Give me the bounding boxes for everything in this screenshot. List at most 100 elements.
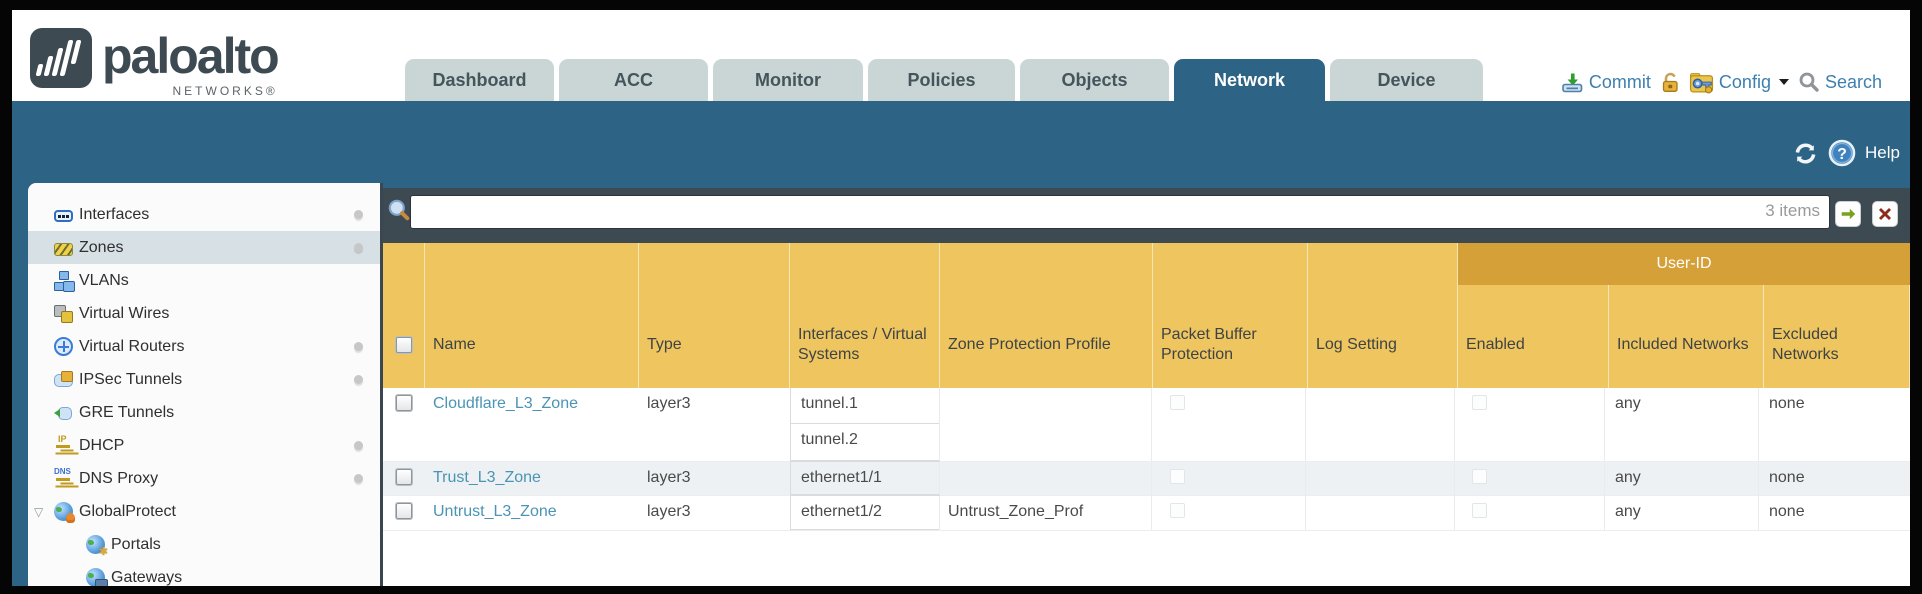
sidebar-item-dhcp[interactable]: DHCP <box>28 429 380 462</box>
select-all-checkbox[interactable] <box>395 336 412 353</box>
help-label[interactable]: Help <box>1865 143 1900 162</box>
filter-search-icon[interactable] <box>387 198 411 222</box>
interface-value: ethernet1/2 <box>790 495 940 530</box>
sidebar-item-ipsec-tunnels[interactable]: IPSec Tunnels <box>28 363 380 396</box>
paloalto-logo-icon <box>30 28 92 88</box>
sidebar-item-virtual-wires[interactable]: Virtual Wires <box>28 297 380 330</box>
item-indicator-dot <box>354 342 363 351</box>
help-icon[interactable]: ? <box>1828 139 1856 167</box>
sidebar-item-gateways[interactable]: Gateways <box>28 561 380 586</box>
portals-icon <box>86 535 108 558</box>
zone-name-link[interactable]: Cloudflare_L3_Zone <box>433 395 578 412</box>
apply-filter-button[interactable] <box>1835 201 1861 227</box>
excluded-networks-cell: none <box>1758 462 1904 495</box>
sidebar-item-interfaces[interactable]: Interfaces <box>28 198 380 231</box>
top-utility-links: Commit Config <box>1560 64 1882 100</box>
row-checkbox-cell <box>383 496 425 530</box>
sidebar-item-label: GRE Tunnels <box>79 403 175 421</box>
packet-buffer-protection-cell <box>1151 388 1306 461</box>
column-header-type[interactable]: Type <box>639 243 790 388</box>
refresh-icon[interactable] <box>1792 140 1819 167</box>
packet-buffer-protection-cell <box>1151 496 1306 530</box>
zone-protection-profile-cell <box>939 462 1152 495</box>
virtual-wires-icon <box>54 304 73 323</box>
user-id-enabled-cell <box>1454 388 1605 461</box>
global-search-button[interactable]: Search <box>1798 71 1882 93</box>
sidebar-item-virtual-routers[interactable]: Virtual Routers <box>28 330 380 363</box>
column-header-enabled[interactable]: Enabled <box>1458 243 1609 388</box>
zones-table-header: Name Type Interfaces / Virtual Systems Z… <box>383 243 1910 388</box>
column-header-interfaces[interactable]: Interfaces / Virtual Systems <box>790 243 940 388</box>
tab-monitor[interactable]: Monitor <box>713 59 863 101</box>
lock-icon[interactable] <box>1660 71 1680 94</box>
column-header-log-setting[interactable]: Log Setting <box>1308 243 1458 388</box>
user-id-enabled-cell <box>1454 496 1605 530</box>
commit-button[interactable]: Commit <box>1560 71 1651 94</box>
tab-acc[interactable]: ACC <box>559 59 708 101</box>
zone-protection-profile-cell <box>939 388 1152 461</box>
brand-logo: paloalto NETWORKS® <box>30 28 280 98</box>
interface-value: tunnel.1 <box>790 387 940 424</box>
chevron-down-icon <box>1778 79 1789 85</box>
expand-triangle-icon[interactable]: ▽ <box>34 504 44 519</box>
main-content: 3 items Name <box>383 188 1910 586</box>
row-checkbox[interactable] <box>396 503 412 519</box>
column-header-packet-buffer-protection[interactable]: Packet Buffer Protection <box>1153 243 1308 388</box>
search-icon <box>1799 72 1819 92</box>
column-header-excluded-networks[interactable]: Excluded Networks <box>1764 243 1910 388</box>
sidebar-item-gre-tunnels[interactable]: GRE Tunnels <box>28 396 380 429</box>
zone-name-link[interactable]: Untrust_L3_Zone <box>433 503 557 520</box>
vlans-icon <box>54 271 73 291</box>
user-id-enabled-cell <box>1454 462 1605 495</box>
zone-interfaces-cell: ethernet1/1 <box>790 461 940 495</box>
user-id-enabled-checkbox[interactable] <box>1472 469 1487 484</box>
packet-buffer-protection-cell <box>1151 462 1306 495</box>
log-setting-cell <box>1305 388 1455 461</box>
zone-protection-profile-cell: Untrust_Zone_Prof <box>939 496 1152 530</box>
sidebar-item-dns-proxy[interactable]: DNS Proxy <box>28 462 380 495</box>
svg-text:?: ? <box>1837 146 1847 163</box>
sidebar-item-globalprotect[interactable]: ▽GlobalProtect <box>28 495 380 528</box>
column-header-zone-protection-profile[interactable]: Zone Protection Profile <box>940 243 1153 388</box>
packet-buffer-protection-checkbox[interactable] <box>1170 469 1185 484</box>
user-id-enabled-checkbox[interactable] <box>1472 395 1487 410</box>
sidebar-item-label: DNS Proxy <box>79 469 159 487</box>
log-setting-cell <box>1305 496 1455 530</box>
tab-dashboard[interactable]: Dashboard <box>405 59 554 101</box>
sidebar-item-label: Virtual Wires <box>79 304 170 322</box>
sidebar-splitter[interactable] <box>380 183 383 586</box>
tab-policies[interactable]: Policies <box>868 59 1015 101</box>
packet-buffer-protection-checkbox[interactable] <box>1170 395 1185 410</box>
sidebar-item-zones[interactable]: Zones <box>28 231 380 264</box>
virtual-routers-icon <box>54 337 73 356</box>
filter-input[interactable] <box>410 195 1830 229</box>
config-menu-button[interactable]: Config <box>1689 71 1789 94</box>
item-indicator-dot <box>354 375 363 384</box>
user-id-enabled-checkbox[interactable] <box>1472 503 1487 518</box>
column-header-included-networks[interactable]: Included Networks <box>1609 243 1764 388</box>
user-id-group-header: User-ID <box>1458 243 1910 285</box>
tab-device[interactable]: Device <box>1330 59 1483 101</box>
sidebar-item-vlans[interactable]: VLANs <box>28 264 380 297</box>
log-setting-cell <box>1305 462 1455 495</box>
zone-type-cell: layer3 <box>647 503 691 520</box>
row-checkbox[interactable] <box>396 469 412 485</box>
packet-buffer-protection-checkbox[interactable] <box>1170 503 1185 518</box>
zone-name-link[interactable]: Trust_L3_Zone <box>433 469 541 486</box>
included-networks-cell: any <box>1604 496 1759 530</box>
item-indicator-dot <box>354 210 363 219</box>
column-header-name[interactable]: Name <box>425 243 639 388</box>
clear-filter-button[interactable] <box>1872 201 1898 227</box>
sidebar-item-portals[interactable]: Portals <box>28 528 380 561</box>
excluded-networks-cell: none <box>1758 388 1904 461</box>
zone-type-cell: layer3 <box>647 395 691 412</box>
zone-type-cell: layer3 <box>647 469 691 486</box>
tab-network[interactable]: Network <box>1174 59 1325 101</box>
tab-objects[interactable]: Objects <box>1020 59 1169 101</box>
row-checkbox[interactable] <box>396 395 412 411</box>
commit-icon <box>1562 73 1583 92</box>
